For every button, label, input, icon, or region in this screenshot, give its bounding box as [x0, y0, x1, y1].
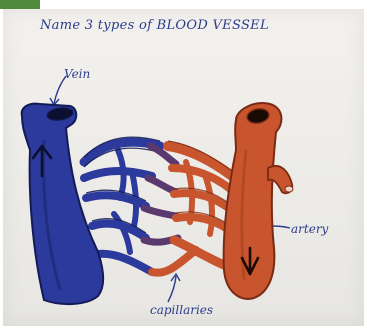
artery-label: artery	[291, 222, 328, 236]
vein-label: Vein	[64, 67, 90, 81]
artery-branch-lumen	[285, 186, 293, 192]
vein-vessel	[22, 104, 104, 304]
capillaries-label: capillaries	[150, 303, 213, 317]
